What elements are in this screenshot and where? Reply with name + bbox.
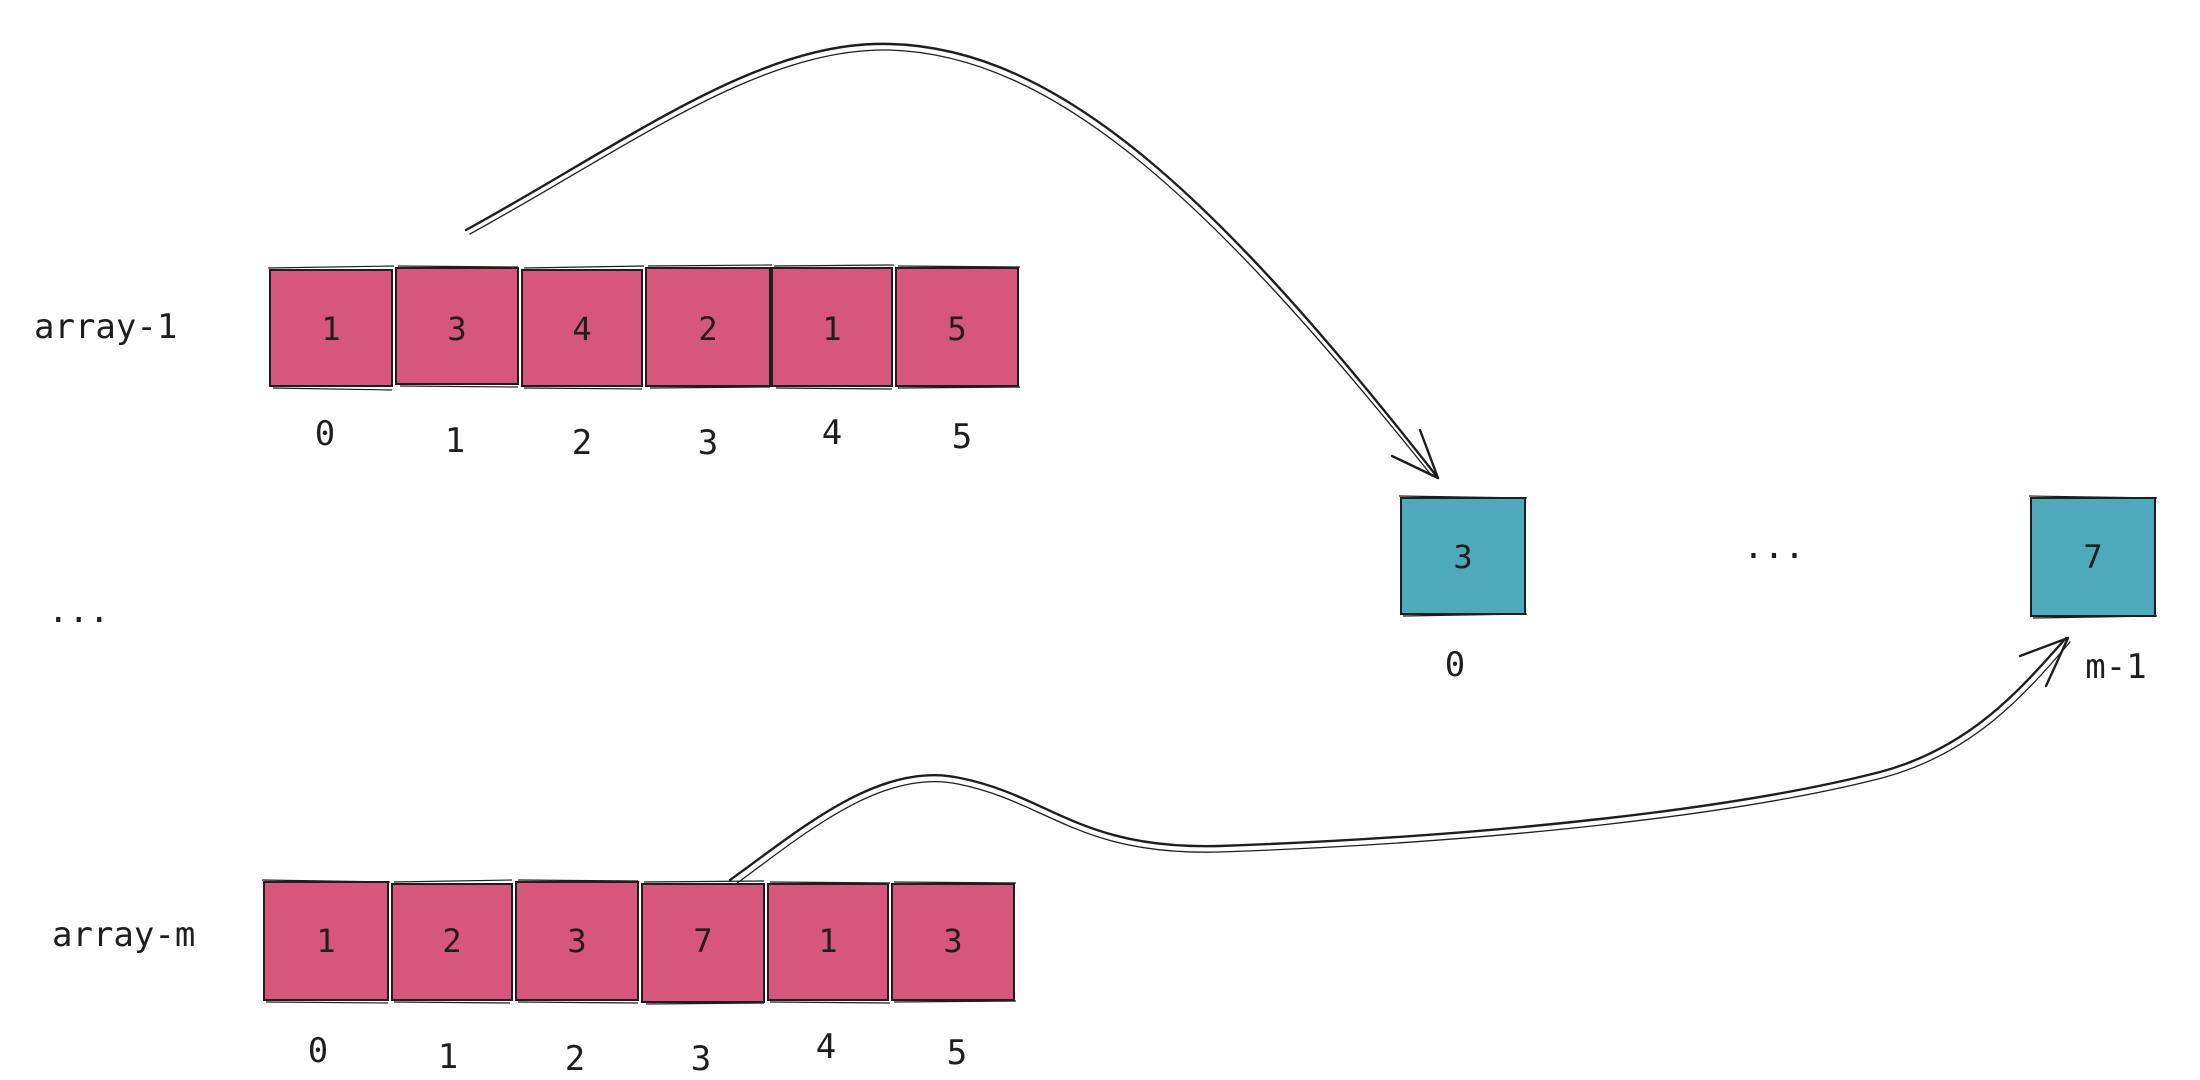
array-1-cell-box [395, 267, 519, 385]
array-1-cell-value: 1 [822, 310, 841, 348]
array-m-index: 0 [308, 1031, 328, 1071]
array-1-cell-box [895, 267, 1019, 387]
array-m-cell-box [641, 883, 765, 1003]
result-cell-box [2030, 497, 2156, 617]
array-m-cell: 1 [767, 883, 889, 1001]
array-m-cell: 2 [391, 883, 513, 1001]
row-label-array-1: array-1 [34, 307, 177, 347]
array-m-cell-box [891, 883, 1015, 1001]
array-1-cell: 3 [395, 267, 519, 385]
array-1-cell: 1 [771, 267, 893, 387]
result-cell-sketch [2028, 495, 2158, 619]
array-m-cell-box [263, 881, 389, 1001]
array-m-cell-value: 1 [818, 922, 837, 960]
array-m-cell-value: 3 [943, 922, 962, 960]
array-1-index: 3 [698, 423, 718, 463]
arrow-array-m-to-last [728, 636, 2071, 885]
result-cell-index: m-1 [2085, 647, 2146, 687]
array-m-cell-value: 2 [442, 922, 461, 960]
array-1-index: 2 [572, 423, 592, 463]
array-m-cell-sketch-lines [261, 879, 1017, 1005]
array-m-index: 5 [947, 1033, 967, 1073]
array-m-cell: 3 [515, 881, 639, 1001]
array-m-cells: 1 2 3 7 1 3 [263, 881, 1015, 1003]
result-cell-value: 7 [2083, 538, 2102, 576]
result-cell-value: 3 [1453, 538, 1472, 576]
array-1-index: 5 [952, 417, 972, 457]
result-cell-box [1400, 497, 1526, 615]
array-1-cell-value: 3 [447, 310, 466, 348]
array-m-cell-value: 3 [567, 922, 586, 960]
array-1-cells: 1 3 4 2 1 5 [269, 267, 1019, 387]
array-1-cell: 1 [269, 269, 393, 387]
array-1-cell-box [521, 269, 643, 387]
array-m-index: 4 [816, 1027, 836, 1067]
array-m-cell: 7 [641, 883, 765, 1003]
array-1-index: 0 [315, 414, 335, 454]
array-m-cell-box [515, 881, 639, 1001]
array-m-index: 3 [691, 1039, 711, 1079]
array-1-index: 1 [445, 421, 465, 461]
array-1-cell-value: 4 [572, 310, 591, 348]
array-m-cell-value: 1 [316, 922, 335, 960]
array-1-cell: 2 [645, 267, 771, 387]
array-m-cell-value: 7 [693, 922, 712, 960]
array-1-cell: 5 [895, 267, 1019, 387]
array-1-cell-box [771, 267, 893, 387]
result-cell-index: 0 [1445, 645, 1465, 685]
array-m-cell-box [767, 883, 889, 1001]
result-cell-sketch [1398, 495, 1528, 617]
array-1-cell: 4 [521, 269, 643, 387]
rows-ellipsis: ... [48, 591, 109, 631]
array-1-cell-box [269, 269, 393, 387]
array-1-index: 4 [822, 413, 842, 453]
array-1-indices: 0 1 2 3 4 5 [315, 413, 972, 463]
array-m-cell: 1 [263, 881, 389, 1001]
result-cell-first: 3 0 [1398, 495, 1528, 685]
array-1-cell-value: 2 [698, 310, 717, 348]
array-1-cell-value: 1 [321, 310, 340, 348]
arrow-array-1-to-first [464, 42, 1440, 480]
array-1-cell-box [645, 267, 771, 387]
array-1-cell-value: 5 [947, 310, 966, 348]
array-m-cell-box [391, 883, 513, 1001]
array-1-cell-sketch-lines [267, 264, 1021, 391]
array-m-index: 1 [438, 1037, 458, 1077]
result-ellipsis: ... [1743, 527, 1804, 567]
array-m-cell: 3 [891, 883, 1015, 1001]
result-cell-last: 7 m-1 [2028, 495, 2158, 687]
row-label-array-m: array-m [52, 915, 195, 955]
array-m-index: 2 [565, 1039, 585, 1079]
array-m-indices: 0 1 2 3 4 5 [308, 1027, 967, 1079]
